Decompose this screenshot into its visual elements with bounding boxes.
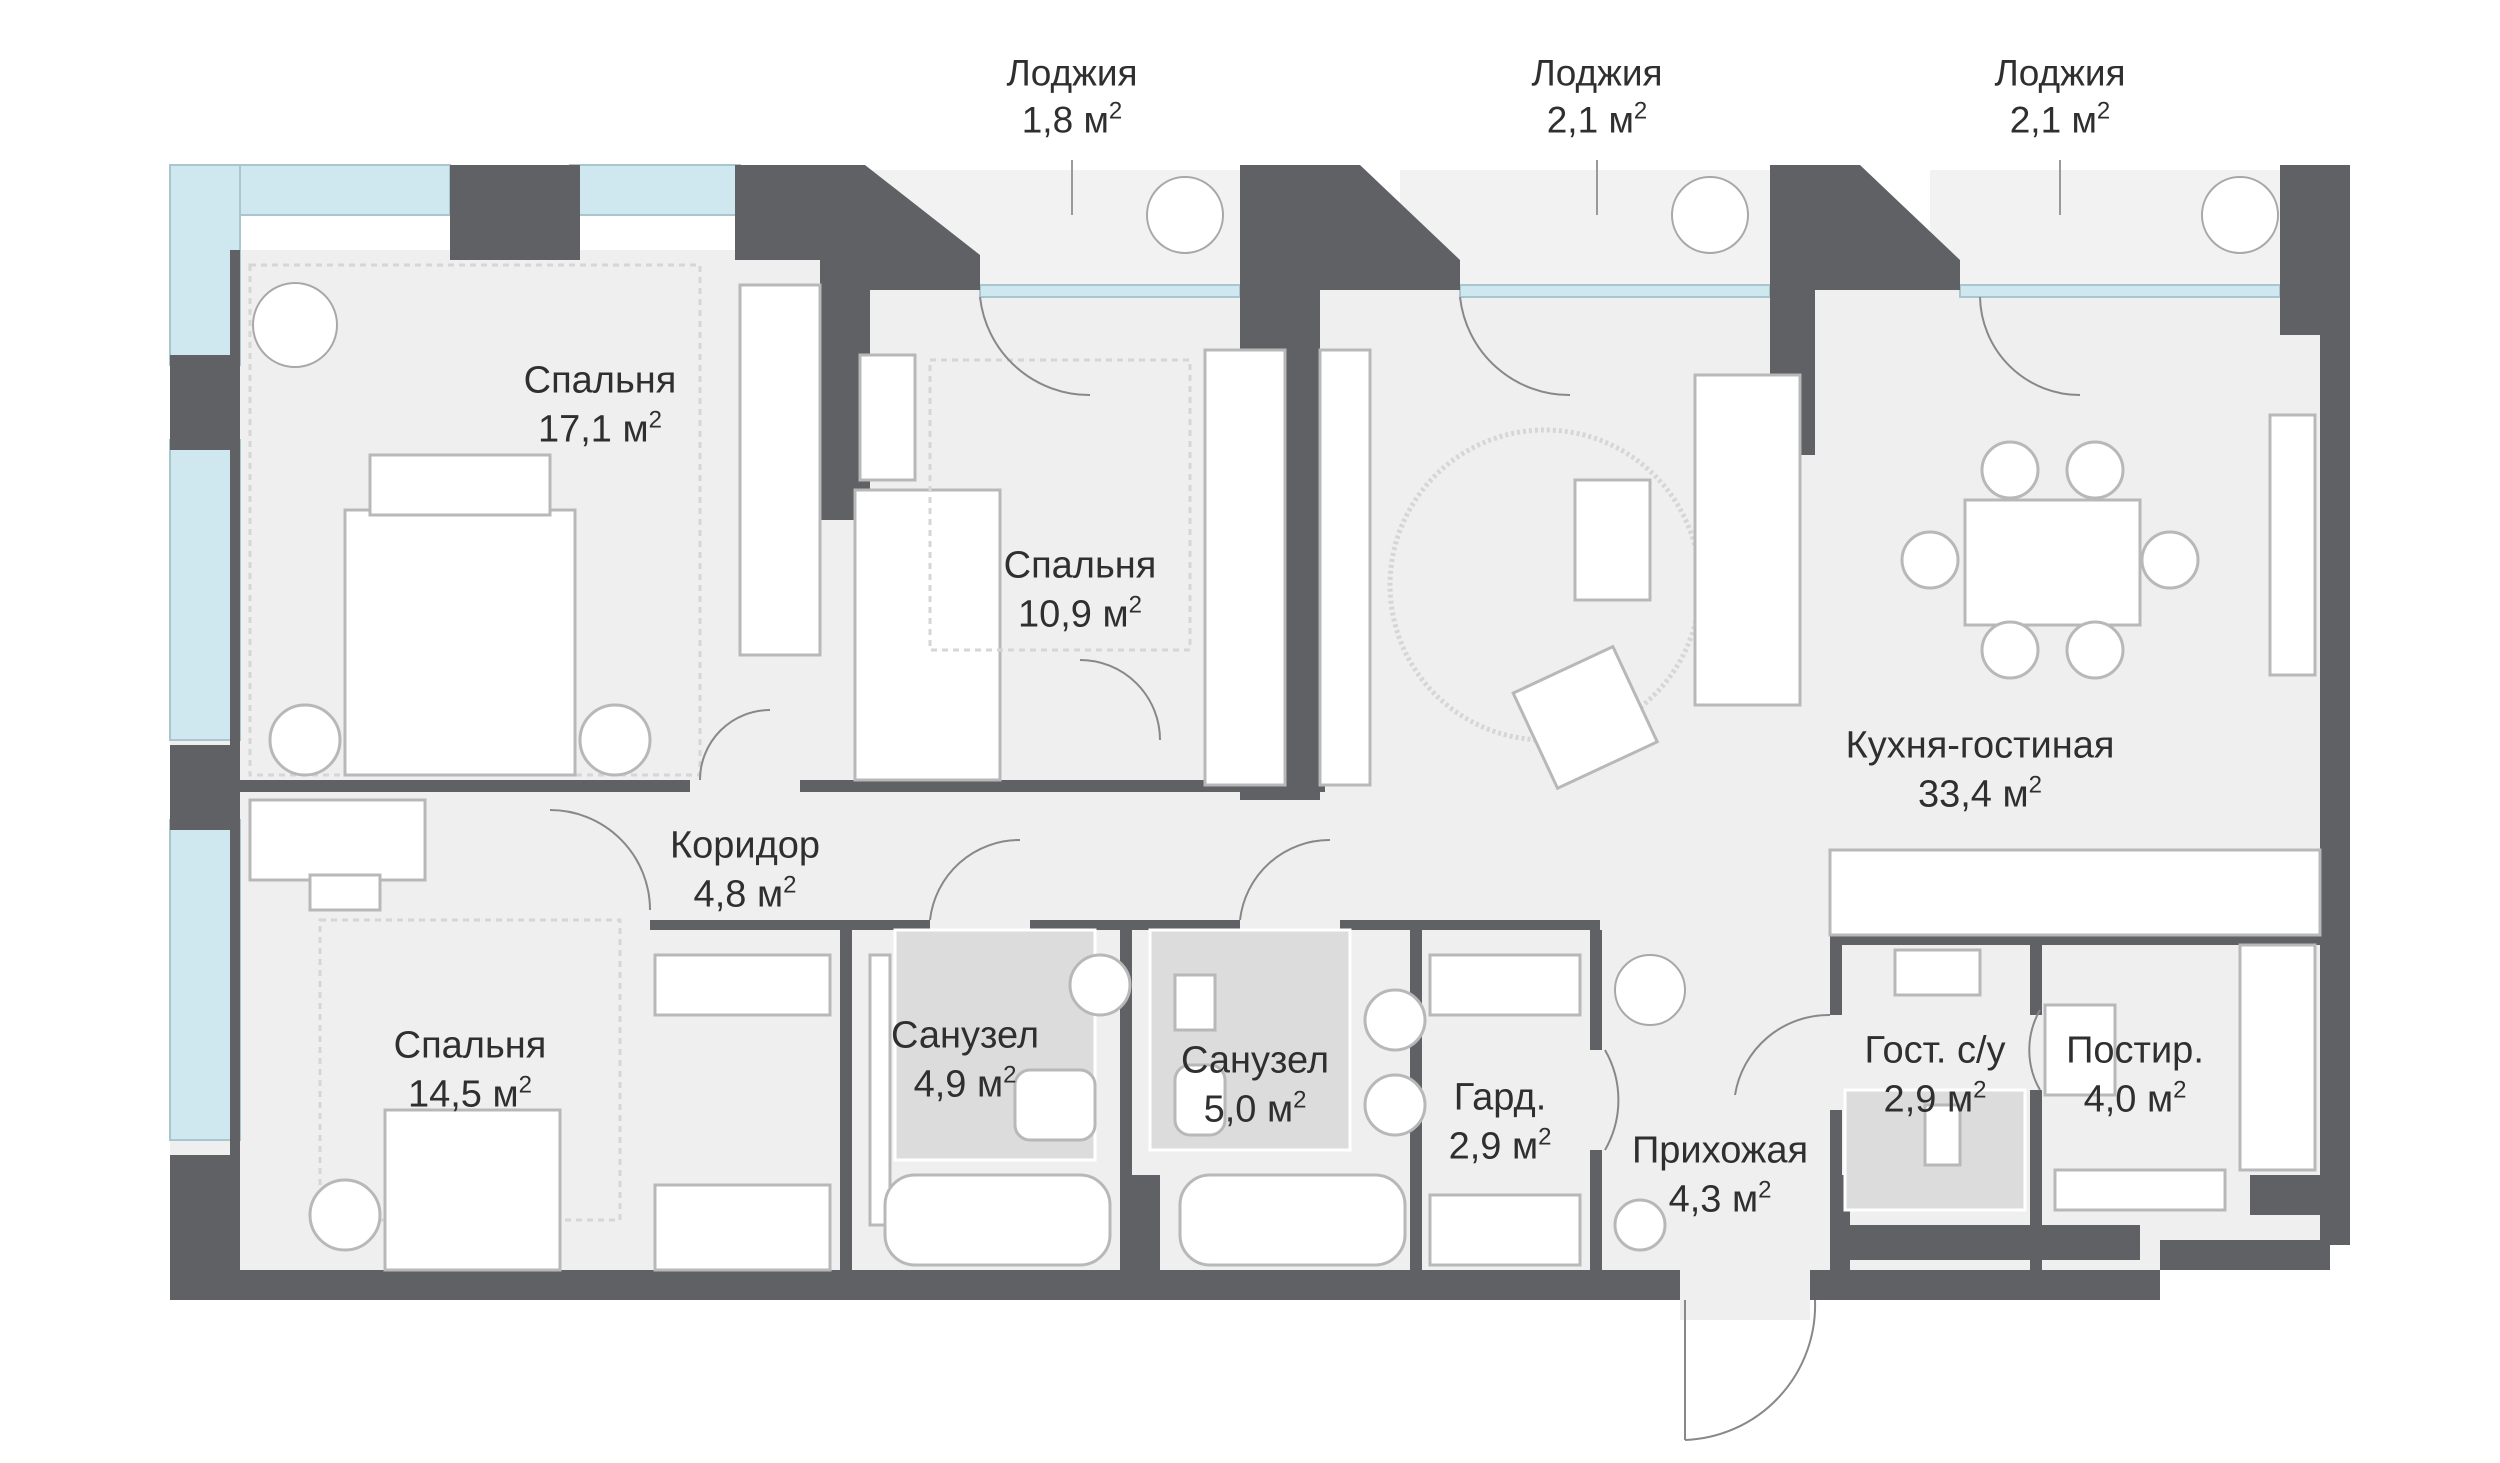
entrance-floor xyxy=(1680,1270,1810,1320)
furniture xyxy=(248,263,2322,1272)
room-name: Коридор xyxy=(669,824,821,867)
loggia-name: Лоджия xyxy=(1994,52,2126,94)
room-label-wardrobe: Гард. 2,9 м2 xyxy=(1449,1073,1552,1170)
room-label-guest-wc: Гост. с/у 2,9 м2 xyxy=(1864,1026,2005,1123)
glazing xyxy=(169,164,2281,1141)
room-area: 5,0 м2 xyxy=(1203,1086,1307,1130)
room-name: Спальня xyxy=(1003,544,1157,587)
room-label-bedroom-2: Спальня 10,9 м2 xyxy=(1004,541,1157,638)
room-label-bedroom-1: Спальня 17,1 м2 xyxy=(524,356,677,453)
room-label-hallway: Прихожая 4,3 м2 xyxy=(1632,1126,1808,1223)
loggia-label-2: Лоджия 2,1 м2 xyxy=(1531,50,1662,145)
room-label-bathroom-2: Санузел 5,0 м2 xyxy=(1181,1036,1329,1133)
room-area: 17,1 м2 xyxy=(537,406,662,450)
loggia-label-3: Лоджия 2,1 м2 xyxy=(1994,50,2125,145)
loggia-label-1: Лоджия 1,8 м2 xyxy=(1006,50,1137,145)
room-name: Санузел xyxy=(890,1014,1040,1057)
room-name: Постир. xyxy=(2066,1029,2204,1072)
room-name: Спальня xyxy=(393,1024,547,1067)
loggia-name: Лоджия xyxy=(1531,52,1663,94)
room-area: 4,0 м2 xyxy=(2083,1076,2187,1120)
room-name: Гард. xyxy=(1453,1076,1547,1119)
room-label-laundry: Постир. 4,0 м2 xyxy=(2066,1026,2204,1123)
room-area: 2,9 м2 xyxy=(1883,1076,1987,1120)
room-label-bathroom-1: Санузел 4,9 м2 xyxy=(891,1011,1039,1108)
loggia-area: 2,1 м2 xyxy=(1546,98,1648,141)
room-name: Санузел xyxy=(1180,1039,1330,1082)
room-label-bedroom-3: Спальня 14,5 м2 xyxy=(394,1021,547,1118)
room-label-corridor: Коридор 4,8 м2 xyxy=(670,821,820,918)
loggia-name: Лоджия xyxy=(1006,52,1138,94)
doors xyxy=(549,296,2081,1441)
walls xyxy=(170,165,2350,1300)
room-area: 33,4 м2 xyxy=(1917,771,2042,815)
room-area: 14,5 м2 xyxy=(407,1071,532,1115)
room-area: 10,9 м2 xyxy=(1017,591,1142,635)
plant-icons xyxy=(252,176,2279,1026)
room-name: Прихожая xyxy=(1631,1129,1809,1172)
room-area: 2,9 м2 xyxy=(1448,1123,1552,1167)
room-label-kitchen-living: Кухня-гостиная 33,4 м2 xyxy=(1846,721,2115,818)
room-area: 4,9 м2 xyxy=(913,1061,1017,1105)
room-area: 4,8 м2 xyxy=(693,871,797,915)
room-name: Кухня-гостиная xyxy=(1845,724,2115,767)
loggia-area: 2,1 м2 xyxy=(2009,98,2111,141)
bathroom-tiles xyxy=(893,928,2027,1212)
loggia-area: 1,8 м2 xyxy=(1021,98,1123,141)
room-area: 4,3 м2 xyxy=(1668,1176,1772,1220)
room-name: Гост. с/у xyxy=(1864,1029,2006,1072)
room-name: Спальня xyxy=(523,359,677,402)
